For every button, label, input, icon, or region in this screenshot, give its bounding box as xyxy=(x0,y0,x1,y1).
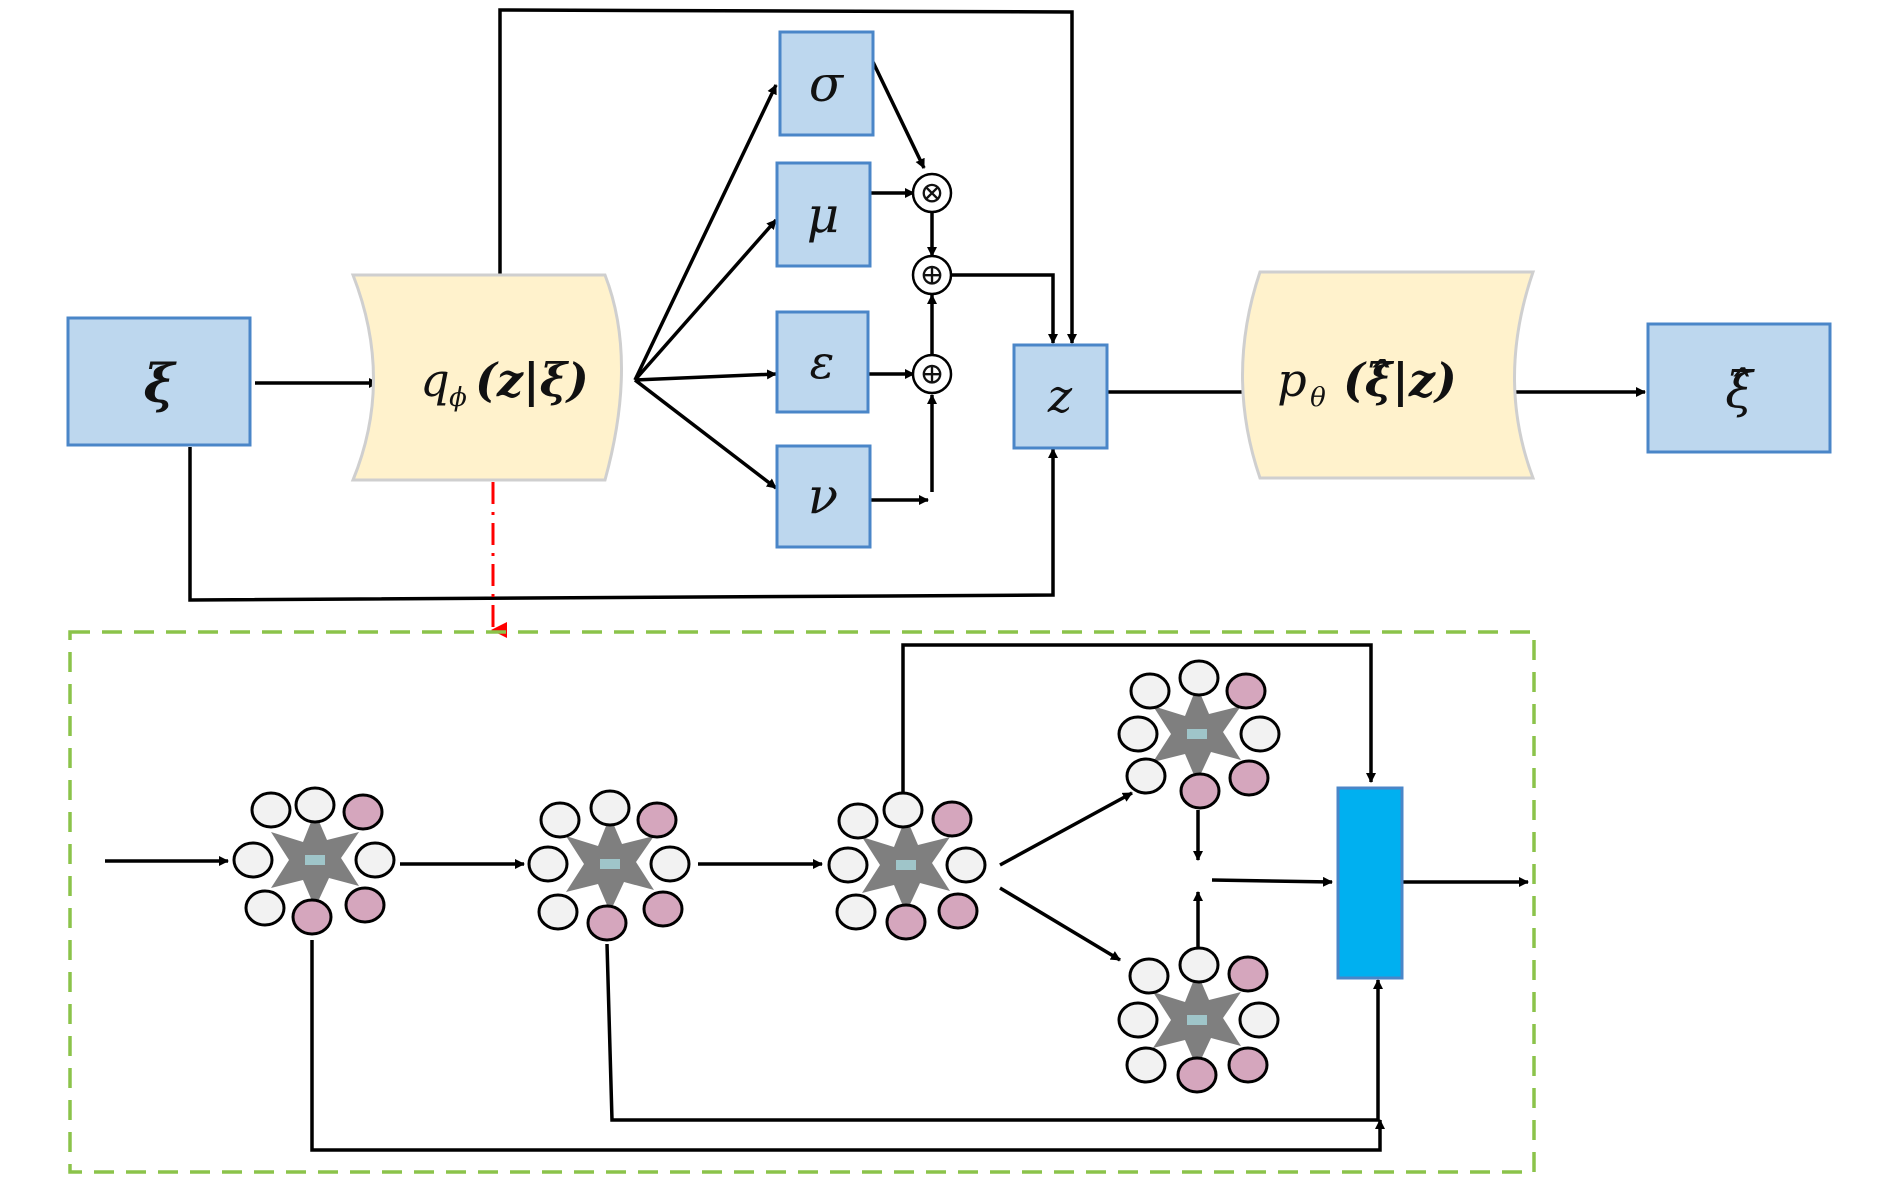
decoder-block: p θ (ξ̂|z) xyxy=(1241,270,1536,480)
output-xi-hat-label: ξ̂ xyxy=(1725,361,1755,419)
add-operator-1: ⊕ xyxy=(911,254,953,296)
input-xi-label: ξ xyxy=(144,354,178,415)
output-xi-hat-box: ξ̂ xyxy=(1646,322,1832,454)
latent-z-label: z xyxy=(1047,369,1073,423)
decoder-theta-label: θ xyxy=(1310,383,1326,413)
mu-label: μ xyxy=(807,186,840,244)
encoder-phi-label: ϕ xyxy=(449,383,467,413)
aggregator-block xyxy=(1336,786,1404,980)
graph-node-2 xyxy=(527,789,691,942)
encoder-args-label: (z|ξ) xyxy=(475,353,589,407)
nu-box: ν xyxy=(775,444,872,549)
graph-node-1 xyxy=(232,786,396,936)
multiply-operator: ⊗ xyxy=(911,172,953,214)
add-operator-2: ⊕ xyxy=(911,353,953,395)
sigma-box: σ xyxy=(778,30,875,137)
input-xi-box: ξ xyxy=(66,316,252,447)
encoder-q-label: q xyxy=(420,353,449,407)
graph-node-5 xyxy=(1117,946,1280,1094)
mu-box: μ xyxy=(775,161,872,268)
graph-node-4 xyxy=(1117,659,1281,810)
graph-node-3 xyxy=(827,791,987,941)
add-symbol-1: ⊕ xyxy=(919,258,944,293)
multiply-symbol: ⊗ xyxy=(919,176,944,211)
add-symbol-2: ⊕ xyxy=(919,357,944,392)
encoder-detail-frame xyxy=(68,630,1536,1174)
nu-label: ν xyxy=(808,467,838,525)
sigma-label: σ xyxy=(809,55,845,113)
wires-top xyxy=(188,8,1646,602)
wires-bottom xyxy=(105,643,1529,1152)
epsilon-label: ε xyxy=(810,335,835,389)
latent-z-box: z xyxy=(1012,343,1109,450)
decoder-args-label: (ξ̂|z) xyxy=(1343,353,1457,407)
epsilon-box: ε xyxy=(775,310,870,414)
decoder-p-label: p xyxy=(1277,353,1306,407)
encoder-block: q ϕ (z|ξ) xyxy=(350,273,623,482)
